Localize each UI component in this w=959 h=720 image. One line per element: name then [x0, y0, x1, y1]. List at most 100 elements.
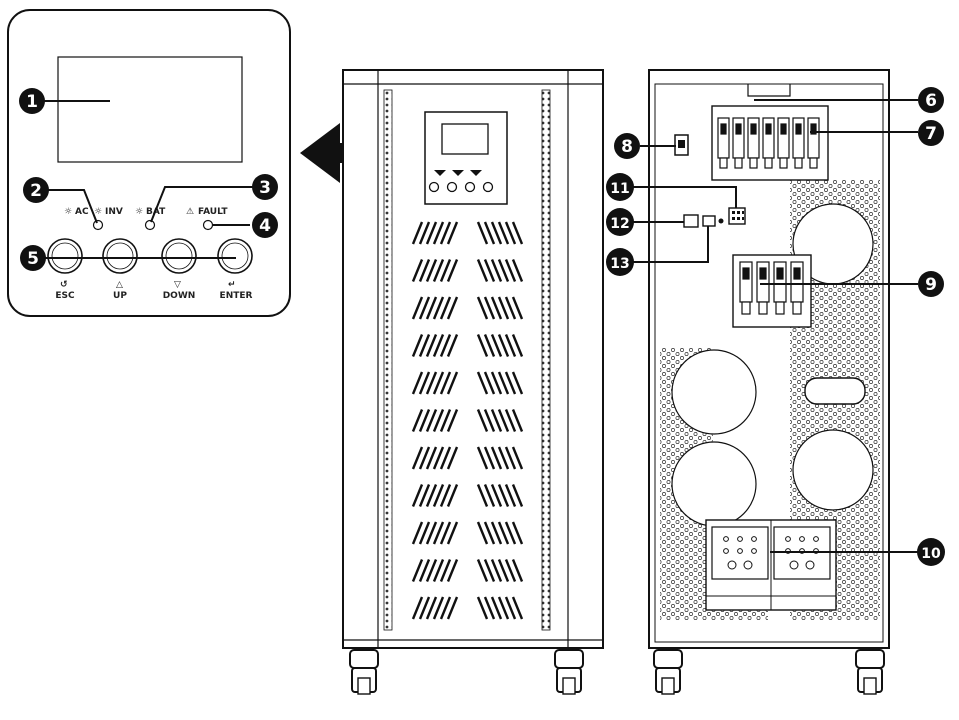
vent-slot — [411, 521, 424, 545]
up-button[interactable] — [102, 238, 138, 274]
vent-slot — [504, 521, 517, 545]
vent-slot — [504, 446, 517, 470]
vent-slot — [418, 559, 431, 582]
input-breaker-block — [711, 105, 829, 181]
vent-slot — [511, 596, 524, 620]
terminal-hole — [751, 536, 757, 542]
callout-3: 3 — [252, 174, 278, 200]
vent-slot — [476, 559, 489, 582]
vent-slot — [483, 484, 496, 507]
vent-slot — [446, 521, 459, 545]
vent-slot — [446, 596, 459, 620]
leader-line-11 — [632, 186, 737, 208]
vent-slot — [439, 371, 452, 395]
vent-slot — [446, 559, 459, 582]
callout-6: 6 — [918, 87, 944, 113]
vent-slot — [504, 409, 517, 432]
breaker-terminal — [741, 301, 751, 315]
vent-slot — [476, 484, 489, 507]
breaker-terminal — [764, 157, 773, 169]
breaker-toggle[interactable] — [795, 123, 802, 135]
usb-port[interactable] — [702, 215, 716, 227]
enter-button[interactable] — [217, 238, 253, 274]
svg-text:3: 3 — [259, 178, 271, 198]
vent-slot — [425, 559, 438, 582]
callout-4: 4 — [252, 212, 278, 238]
vent-slot — [411, 446, 424, 470]
led-label-fault: FAULT — [198, 207, 228, 217]
breaker-toggle[interactable] — [742, 267, 750, 280]
vent-slot — [497, 596, 510, 620]
breaker-toggle[interactable] — [759, 267, 767, 280]
vent-slot — [446, 296, 459, 320]
vent-slot — [490, 559, 503, 582]
vent-slot — [446, 334, 459, 357]
sun-icon: ☼ — [135, 207, 143, 217]
enter-arrow-icon: ↵ — [228, 280, 236, 290]
terminal-hole — [743, 560, 753, 570]
vent-slot — [411, 259, 424, 282]
breaker-terminal — [792, 301, 802, 315]
breaker-toggle[interactable] — [793, 267, 801, 280]
vent-slot — [425, 521, 438, 545]
vent-slot — [511, 559, 524, 582]
breaker-toggle[interactable] — [750, 123, 757, 135]
svg-text:4: 4 — [259, 216, 271, 236]
vent-slot — [418, 334, 431, 357]
leader-line-2 — [44, 189, 98, 224]
front-lcd — [441, 123, 489, 155]
svg-text:8: 8 — [621, 137, 633, 157]
rj45-port[interactable] — [683, 214, 699, 228]
vent-slot — [411, 596, 424, 620]
vent-slot — [504, 484, 517, 507]
vent-slot — [446, 221, 459, 245]
terminal-hole — [737, 536, 743, 542]
down-button[interactable] — [161, 238, 197, 274]
svg-text:6: 6 — [925, 91, 937, 111]
vent-slot — [497, 409, 510, 432]
terminal-hole — [727, 560, 737, 570]
terminal-hole — [751, 548, 757, 554]
breaker-toggle[interactable] — [780, 123, 787, 135]
vent-slot — [497, 446, 510, 470]
esc-button[interactable] — [47, 238, 83, 274]
vent-slot — [425, 221, 438, 245]
vent-slot — [425, 409, 438, 432]
button-label-up: UP — [113, 291, 127, 301]
vent-slot — [439, 484, 452, 507]
vent-slot — [497, 521, 510, 545]
vent-slot — [476, 259, 489, 282]
svg-text:9: 9 — [925, 275, 937, 295]
vent-slot — [504, 334, 517, 357]
breaker-toggle[interactable] — [776, 267, 784, 280]
breaker-toggle[interactable] — [720, 123, 727, 135]
svg-text:10: 10 — [921, 546, 941, 562]
svg-text:11: 11 — [610, 181, 629, 197]
breaker-toggle[interactable] — [810, 123, 817, 135]
breaker-toggle[interactable] — [765, 123, 772, 135]
triangle-up-icon: △ — [116, 280, 123, 290]
terminal-hole — [789, 560, 799, 570]
breaker-toggle[interactable] — [735, 123, 742, 135]
vent-slot — [432, 446, 445, 470]
control-panel: ☼ AC ☼ INV ☼ BAT ⚠ FAULT — [7, 9, 291, 317]
panel-frame — [7, 9, 291, 317]
vent-slot — [504, 259, 517, 282]
terminal-hole — [805, 560, 815, 570]
front-vent-strip-left — [383, 89, 393, 631]
vent-slot — [476, 296, 489, 320]
dry-contact-port[interactable] — [728, 207, 746, 225]
fan — [792, 429, 874, 511]
vent-slot — [411, 221, 424, 245]
vent-slot — [490, 296, 503, 320]
vent-slot — [476, 446, 489, 470]
vent-slot — [439, 409, 452, 432]
vent-slot — [490, 446, 503, 470]
front-vent-strip-right — [541, 89, 551, 631]
rear-wheel-left — [653, 649, 683, 695]
vent-slot — [425, 596, 438, 620]
callout-13: 13 — [606, 248, 634, 276]
terminal-hole — [737, 548, 743, 554]
vent-slot — [511, 334, 524, 357]
vent-slot — [418, 484, 431, 507]
